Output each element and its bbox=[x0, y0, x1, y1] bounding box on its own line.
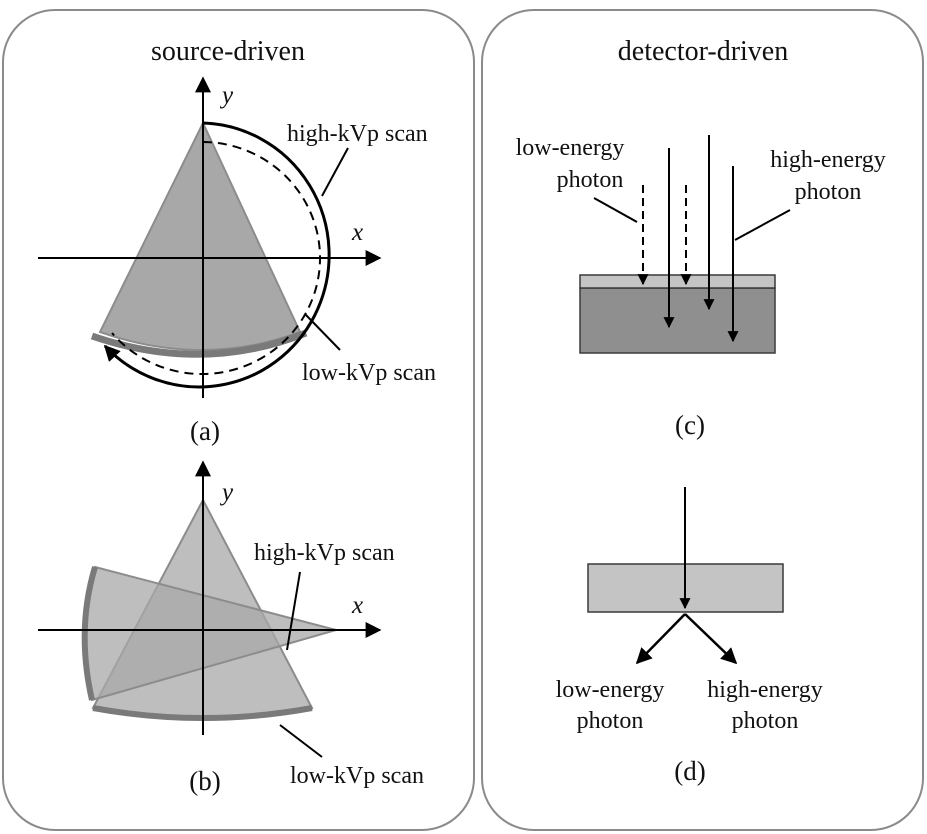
high-kvp-label: high-kVp scan bbox=[254, 540, 395, 566]
y-axis-label: y bbox=[219, 82, 234, 109]
high-kvp-label: high-kVp scan bbox=[287, 121, 428, 147]
low-kvp-label: low-kVp scan bbox=[290, 763, 424, 789]
low-kvp-trajectory bbox=[111, 141, 321, 375]
y-axis-label: y bbox=[219, 479, 234, 506]
panel-d: low-energy photon high-energy photon (d) bbox=[556, 487, 823, 786]
left-panel-frame bbox=[2, 9, 475, 831]
caption-a: (a) bbox=[190, 416, 220, 446]
high-energy-leader bbox=[734, 209, 791, 241]
low-energy-label-line2: photon bbox=[557, 167, 624, 193]
low-energy-label-line2: photon bbox=[577, 708, 644, 734]
detector-arc bbox=[90, 329, 308, 358]
detector-top-layer bbox=[579, 274, 776, 289]
detector-body bbox=[579, 287, 776, 354]
panel-b: x y high-kVp scan low-kVp scan (b) bbox=[38, 460, 424, 796]
panel-a: x y high-kVp scan low-kVp scan (a) bbox=[38, 76, 436, 446]
low-energy-label-line1: low-energy bbox=[556, 677, 665, 703]
low-kvp-label: low-kVp scan bbox=[302, 360, 436, 386]
fan-beam bbox=[98, 120, 302, 351]
low-energy-label-line1: low-energy bbox=[516, 135, 625, 161]
high-kvp-detector-arc bbox=[81, 566, 98, 701]
low-energy-output-arrow bbox=[635, 613, 686, 665]
low-energy-leader bbox=[593, 197, 638, 223]
high-kvp-leader bbox=[286, 571, 301, 651]
high-kvp-trajectory bbox=[103, 121, 331, 389]
left-panel-title: source-driven bbox=[151, 36, 305, 67]
panel-c: low-energy photon high-energy photon (c) bbox=[516, 135, 886, 440]
right-panel-title: detector-driven bbox=[618, 36, 788, 67]
high-energy-output-arrow bbox=[684, 613, 738, 665]
low-kvp-leader bbox=[304, 313, 341, 351]
caption-b: (b) bbox=[189, 766, 220, 796]
high-energy-label-line2: photon bbox=[795, 179, 862, 205]
x-axis-label: x bbox=[351, 219, 363, 246]
x-axis-label: x bbox=[351, 592, 363, 619]
low-kvp-leader bbox=[279, 724, 323, 758]
right-panel-frame bbox=[481, 9, 924, 831]
caption-c: (c) bbox=[675, 410, 705, 440]
high-kvp-leader bbox=[321, 147, 349, 197]
high-energy-label-line2: photon bbox=[732, 708, 799, 734]
high-energy-label-line1: high-energy bbox=[707, 677, 823, 703]
high-energy-label-line1: high-energy bbox=[770, 147, 886, 173]
caption-d: (d) bbox=[674, 756, 705, 786]
